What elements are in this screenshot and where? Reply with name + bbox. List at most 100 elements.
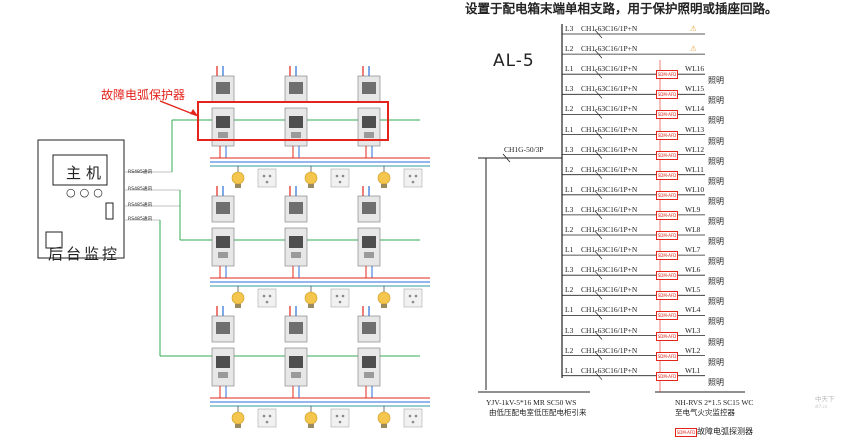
circuit-load-label: 照明: [708, 216, 724, 226]
load-r2-c3-bulb-icon: [377, 291, 391, 305]
load-r3-c1-bulb-icon: [231, 411, 245, 425]
circuit-load-label: 照明: [708, 377, 724, 387]
device-r3-c1-breaker-face: [216, 322, 230, 334]
circuit-phase: L3: [565, 325, 574, 335]
circuit-detector-icon: SDM-AFD: [656, 70, 678, 80]
circuit-number: WL1: [685, 365, 701, 375]
circuit-load-label: 照明: [708, 176, 724, 186]
circuit-phase: L3: [565, 265, 574, 275]
monitor-label: 后台监控: [48, 245, 121, 263]
device-r2-c1-arc-detector-face: [216, 236, 230, 248]
circuit-breaker-model: CH1-63C16/1P+N: [581, 104, 638, 114]
monitor-cable-label: NH-RVS 2*1.5 SC15 WC: [675, 398, 754, 407]
load-r1-c2-socket-icon: [330, 168, 350, 188]
circuit-load-label: 照明: [708, 257, 724, 267]
host-port: [105, 202, 114, 220]
device-r1-c3-breaker-face: [362, 82, 376, 94]
load-r3-c2-bulb-icon: [304, 411, 318, 425]
circuit-phase: L1: [565, 184, 574, 194]
header-note: 设置于配电箱末端单相支路，用于保护照明或插座回路。: [465, 1, 778, 16]
load-r2-c1-bulb-icon: [231, 291, 245, 305]
circuit-load-label: 照明: [708, 76, 724, 86]
load-r1-c1-bulb-icon: [231, 171, 245, 185]
circuit-load-label: 照明: [708, 116, 724, 126]
panel-id-label: AL-5: [493, 51, 535, 71]
circuit-number: WL6: [685, 265, 701, 275]
rs485-label-3: RS485通讯: [128, 203, 153, 208]
device-r1-c2-arc-detector-face: [289, 116, 303, 128]
circuit-detector-icon: SDM-AFD: [656, 311, 678, 321]
device-r3-c1-arc-detector-face: [216, 356, 230, 368]
circuit-number: WL4: [685, 305, 701, 315]
circuit-phase: L1: [565, 124, 574, 134]
circuit-phase: L3: [565, 144, 574, 154]
circuit-phase: L2: [565, 225, 574, 234]
spare-warning-icon: ⚠: [690, 24, 697, 33]
circuit-number: WL12: [685, 144, 705, 154]
device-r2-c3-arc-detector-face: [362, 236, 376, 248]
device-r3-c3-breaker-face: [362, 322, 376, 334]
device-r1-c1-breaker-face: [216, 82, 230, 94]
circuit-breaker-model: CH1-63C16/1P+N: [581, 184, 638, 194]
circuit-load-label: 照明: [708, 96, 724, 106]
circuit-phase: L1: [565, 245, 574, 255]
circuit-load-label: 照明: [708, 277, 724, 287]
circuit-breaker-model: CH1-63C16/1P+N: [581, 204, 638, 214]
circuit-detector-icon: SDM-AFD: [656, 351, 678, 361]
circuit-breaker-model: CH1-63C16/1P+N: [581, 325, 638, 335]
circuit-number: WL5: [685, 285, 701, 295]
circuit-phase: L1: [565, 64, 574, 74]
fault-arc-arrowhead: [190, 109, 198, 116]
device-r2-c1-arc-detector-label: [218, 252, 228, 258]
fault-arc-protector-label: 故障电弧保护器: [101, 88, 186, 102]
circuit-phase: L2: [565, 164, 574, 174]
device-r1-c3-arc-detector-face: [362, 116, 376, 128]
monitor-cable-desc: 至电气火灾监控器: [675, 408, 735, 417]
circuit-phase: L1: [565, 305, 574, 315]
load-r2-c2-bulb-icon: [304, 291, 318, 305]
device-r1-c1-arc-detector-face: [216, 116, 230, 128]
circuit-breaker-model: CH1-63C16/1P+N: [581, 365, 638, 375]
monitor-icon: [45, 231, 63, 249]
circuit-breaker-model: CH1-63C16/1P+N: [581, 64, 638, 74]
spare-warning-icon: ⚠: [690, 44, 697, 54]
device-r3-c1-arc-detector-label: [218, 372, 228, 378]
incoming-cable-label: YJV-1kV-5*16 MR SC50 WS: [486, 398, 577, 407]
circuit-detector-icon: SDM-AFD: [656, 170, 678, 180]
device-r3-c3-arc-detector-label: [364, 372, 374, 378]
circuit-number: WL10: [685, 184, 705, 194]
circuit-phase: L3: [565, 84, 574, 94]
circuit-load-label: 照明: [708, 196, 724, 206]
circuit-load-label: 照明: [708, 317, 724, 327]
circuit-number: WL8: [685, 225, 701, 234]
load-r2-c1-socket-icon: [257, 288, 277, 308]
load-r1-c2-bulb-icon: [304, 171, 318, 185]
load-r3-c3-bulb-icon: [377, 411, 391, 425]
device-r2-c2-breaker-face: [289, 202, 303, 214]
load-r3-c1-socket-icon: [257, 408, 277, 428]
device-r1-c2-arc-detector-label: [291, 132, 301, 138]
circuit-detector-icon: SDM-AFD: [656, 271, 678, 281]
circuit-number: WL14: [685, 104, 705, 114]
device-r1-c2-breaker-face: [289, 82, 303, 94]
device-r1-c1-arc-detector-label: [218, 132, 228, 138]
device-r2-c1-breaker-face: [216, 202, 230, 214]
device-r1-c3-arc-detector-label: [364, 132, 374, 138]
circuit-phase: L2: [565, 285, 574, 295]
device-r2-c2-arc-detector-label: [291, 252, 301, 258]
circuit-breaker-model: CH1-63C16/1P+N: [581, 225, 638, 234]
circuit-load-label: 照明: [708, 156, 724, 166]
host-screen: [52, 154, 108, 186]
device-r3-c3-arc-detector-face: [362, 356, 376, 368]
load-r2-c3-socket-icon: [403, 288, 423, 308]
rs485-label-1: RS485通讯: [128, 170, 153, 175]
circuit-phase: L3: [565, 24, 574, 33]
device-r2-c3-breaker-face: [362, 202, 376, 214]
load-r2-c2-socket-icon: [330, 288, 350, 308]
circuit-number: WL11: [685, 164, 704, 174]
circuit-load-label: 照明: [708, 337, 724, 347]
circuit-breaker-model: CH1-63C16/1P+N: [581, 285, 638, 295]
device-r2-c2-arc-detector-face: [289, 236, 303, 248]
host-title: 主机: [66, 164, 107, 182]
